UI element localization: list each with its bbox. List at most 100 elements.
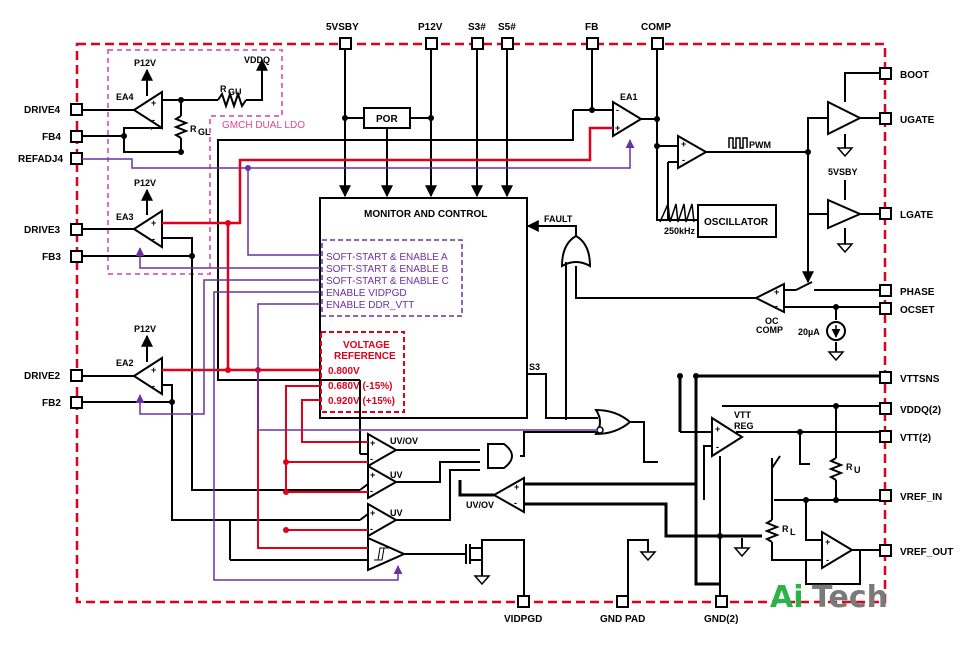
buf-plus: + — [825, 537, 830, 547]
soft-start-c: SOFT-START & ENABLE C — [326, 276, 449, 287]
vtt-reg-wires — [627, 405, 880, 596]
pin-refadj4[interactable] — [70, 152, 83, 165]
ea4-supply-label: P12V — [134, 58, 156, 68]
vtt-reg-label-2: REG — [734, 421, 754, 431]
pin-gnd-pad-label: GND PAD — [600, 614, 645, 625]
freq-label: 250kHz — [664, 226, 696, 236]
pin-vidpgd[interactable] — [517, 595, 530, 608]
oscillator-label: OSCILLATOR — [704, 217, 769, 228]
pin-vttsns[interactable] — [879, 371, 892, 384]
buf-minus: - — [826, 555, 829, 565]
pin-phase[interactable] — [879, 284, 892, 297]
rgl-label: R — [190, 124, 197, 134]
ea1-minus: - — [616, 105, 619, 115]
pwm-minus: - — [682, 155, 685, 165]
oc-comparator — [753, 282, 785, 314]
pin-fb3[interactable] — [70, 250, 83, 263]
ground-icon — [639, 551, 657, 562]
ea4-label: EA4 — [116, 92, 134, 102]
ea3-plus: + — [151, 218, 156, 228]
uv-comparator-2 — [367, 464, 399, 500]
pin-phase-label: PHASE — [900, 287, 935, 298]
pin-vref-out[interactable] — [879, 544, 892, 557]
uv3-label: UV — [390, 508, 403, 518]
vddq-label: VDDQ — [244, 55, 270, 65]
c2-minus: - — [370, 486, 373, 496]
ea3-amp — [132, 209, 163, 249]
oc-comp-label-1: OC — [765, 316, 779, 326]
pin-fb[interactable] — [586, 37, 599, 50]
pin-vref-in-label: VREF_IN — [900, 492, 942, 503]
oc-plus: + — [774, 287, 779, 297]
pin-comp[interactable] — [651, 37, 664, 50]
pin-vtt2-label: VTT(2) — [900, 433, 931, 444]
pin-ugate[interactable] — [879, 112, 892, 125]
pin-gnd-pad[interactable] — [616, 595, 629, 608]
c1-plus: + — [370, 438, 375, 448]
pin-vref-in[interactable] — [879, 489, 892, 502]
pin-boot-label: BOOT — [900, 70, 929, 81]
oc-wires — [575, 214, 880, 352]
monitor-control-block — [319, 197, 528, 419]
pin-refadj4-label: REFADJ4 — [18, 154, 63, 165]
pin-lgate[interactable] — [879, 207, 892, 220]
ea2-minus: - — [152, 381, 155, 391]
pin-vtt2[interactable] — [879, 430, 892, 443]
vtt-regulator — [711, 416, 744, 458]
current-label: 20µA — [798, 327, 820, 337]
rl-sub: L — [790, 527, 796, 537]
c3-minus: - — [370, 524, 373, 534]
uvov-comparator-1 — [367, 432, 399, 468]
hysteresis-comparator — [367, 536, 407, 572]
ground-icon — [827, 351, 845, 362]
lower-gate-driver — [827, 198, 863, 230]
and-gate — [487, 443, 513, 469]
rgl-sub: GL — [198, 127, 211, 137]
pin-5vsby[interactable] — [339, 37, 352, 50]
pin-s3[interactable] — [471, 37, 484, 50]
enable-vidpgd: ENABLE VIDPGD — [326, 288, 407, 299]
ground-icon — [836, 243, 854, 254]
oscillator-block — [697, 204, 777, 238]
pin-vddq2[interactable] — [879, 402, 892, 415]
pin-drive4[interactable] — [70, 103, 83, 116]
uvov1-label: UV/OV — [390, 436, 418, 446]
comparator-output-wires — [396, 449, 525, 596]
pin-vidpgd-label: VIDPGD — [504, 614, 542, 625]
enable-ddr-vtt: ENABLE DDR_VTT — [326, 300, 414, 311]
pwm-plus: + — [681, 139, 686, 149]
vref-title-1: VOLTAGE — [343, 340, 390, 351]
vtt-minus: - — [716, 442, 719, 452]
gmch-ldo-outline — [107, 49, 283, 275]
soft-start-b: SOFT-START & ENABLE B — [326, 264, 449, 275]
ea2-plus: + — [151, 365, 156, 375]
sawtooth-icon — [659, 201, 695, 223]
pin-fb2[interactable] — [70, 396, 83, 409]
vref-out-buffer — [821, 530, 854, 570]
pin-fb4-label: FB4 — [42, 132, 61, 143]
ground-icon — [836, 147, 854, 158]
pin-ugate-label: UGATE — [900, 115, 935, 126]
pin-drive3[interactable] — [70, 223, 83, 236]
pin-5vsby-label: 5VSBY — [326, 22, 359, 33]
ea4-minus: - — [152, 115, 155, 125]
pin-drive2[interactable] — [70, 369, 83, 382]
voltage-reference-box — [320, 331, 405, 413]
pin-p12v-top[interactable] — [425, 37, 438, 50]
ea2-supply-label: P12V — [134, 324, 156, 334]
ea2-amp — [132, 356, 163, 396]
vref-title-2: REFERENCE — [334, 351, 396, 362]
c1-minus: - — [370, 454, 373, 464]
s3-or-gate — [594, 408, 632, 436]
pin-vref-out-label: VREF_OUT — [900, 547, 953, 558]
fault-label: FAULT — [544, 214, 573, 224]
pin-boot[interactable] — [879, 67, 892, 80]
fault-or-gate — [560, 234, 592, 268]
pin-ocset[interactable] — [879, 302, 892, 315]
oc-minus: - — [775, 301, 778, 311]
pin-gnd2[interactable] — [715, 595, 728, 608]
pin-s5[interactable] — [501, 37, 514, 50]
pin-s3-label: S3# — [468, 22, 486, 33]
pin-fb4[interactable] — [70, 130, 83, 143]
watermark-logo-ai: Ai — [770, 580, 804, 615]
